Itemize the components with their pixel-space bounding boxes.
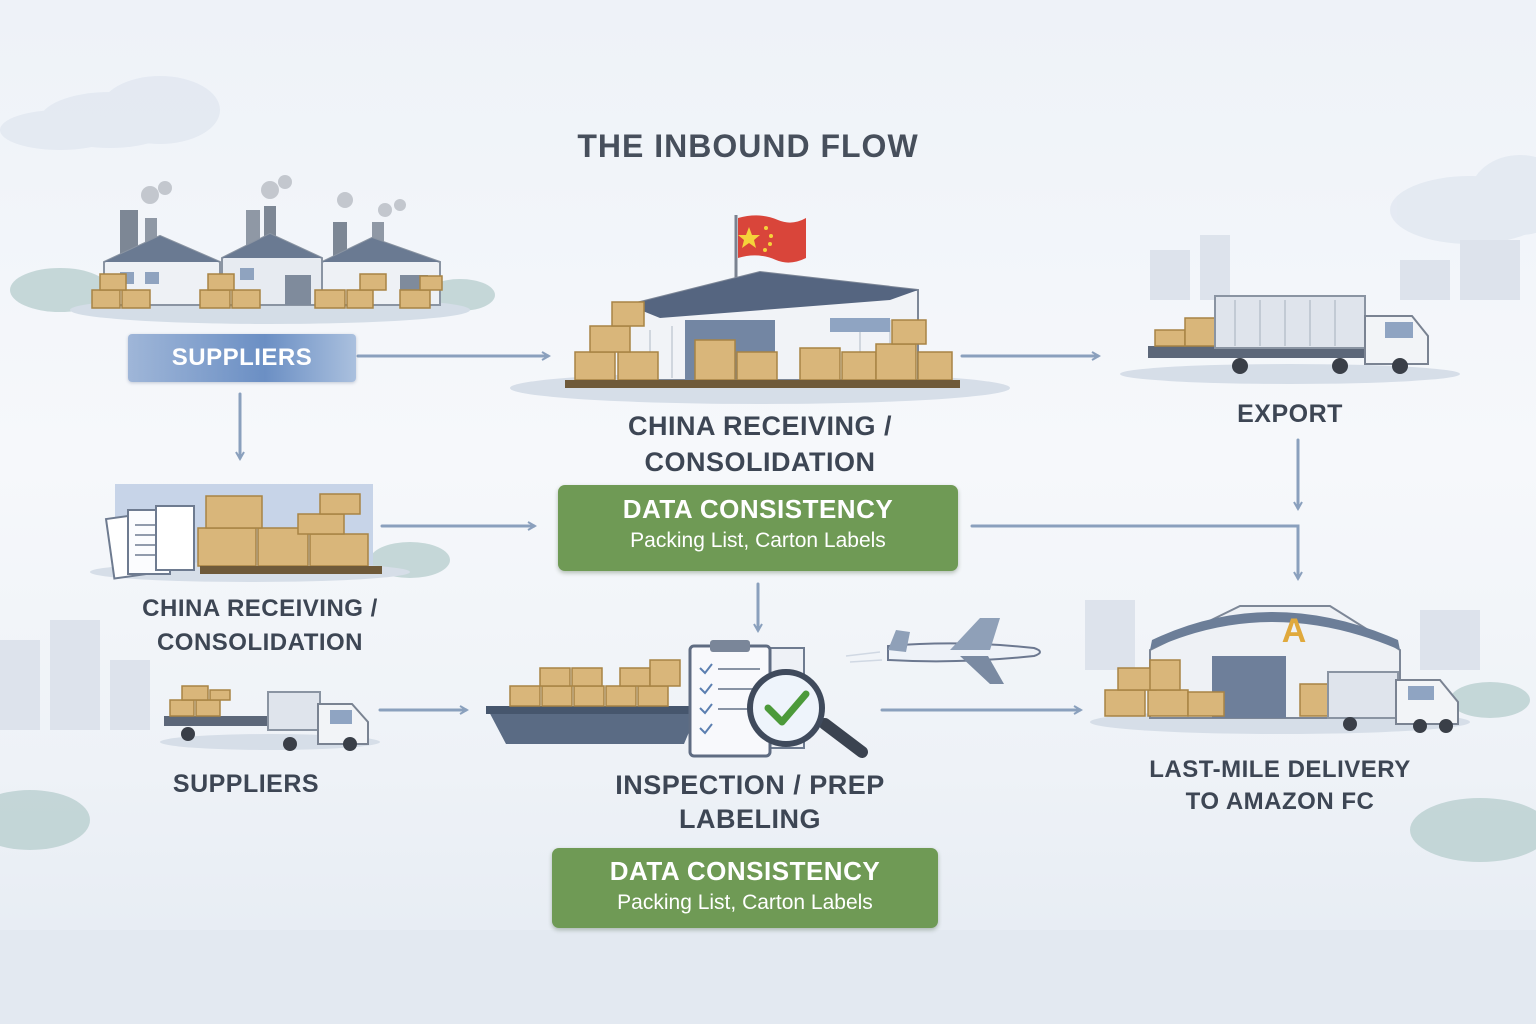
airplane-icon — [845, 618, 1041, 684]
china-receiving-left-label: CHINA RECEIVING / CONSOLIDATION — [90, 592, 430, 660]
diagram-title: THE INBOUND FLOW — [577, 128, 919, 164]
truck-icon — [1120, 295, 1460, 384]
suppliers-bottom-label: SUPPLIERS — [172, 770, 320, 798]
ship-icon — [486, 659, 700, 744]
data-consistency-top: DATA CONSISTENCY Packing List, Carton La… — [558, 485, 958, 571]
china-receiving-top-label: CHINA RECEIVING / CONSOLIDATION — [560, 408, 960, 480]
data-consistency-bottom-subtitle: Packing List, Carton Labels — [617, 891, 873, 914]
amazon-warehouse-icon: A — [1090, 605, 1470, 734]
last-mile-line2: TO AMAZON FC — [1185, 788, 1375, 815]
factory-icon — [70, 175, 470, 324]
last-mile-label: LAST-MILE DELIVERY TO AMAZON FC — [1110, 754, 1450, 818]
suppliers-box: SUPPLIERS — [128, 334, 356, 382]
export-label: EXPORT — [1237, 400, 1343, 428]
china-receiving-left-line1: CHINA RECEIVING / — [142, 595, 378, 622]
china-receiving-top-line2: CONSOLIDATION — [644, 447, 876, 477]
data-consistency-top-title: DATA CONSISTENCY — [622, 494, 894, 524]
inspection-line2: LABELING — [679, 804, 821, 834]
china-receiving-left-line2: CONSOLIDATION — [156, 629, 364, 656]
last-mile-line1: LAST-MILE DELIVERY — [1149, 756, 1411, 783]
data-consistency-top-subtitle: Packing List, Carton Labels — [630, 529, 886, 552]
data-consistency-bottom-title: DATA CONSISTENCY — [609, 856, 881, 886]
warehouse-icon — [510, 215, 1010, 404]
truck-icon — [160, 685, 380, 751]
flag-icon — [734, 215, 806, 280]
inspection-line1: INSPECTION / PREP — [615, 770, 885, 800]
documents-icon — [90, 484, 410, 582]
data-consistency-bottom: DATA CONSISTENCY Packing List, Carton La… — [552, 848, 938, 928]
china-receiving-top-line1: CHINA RECEIVING / — [627, 411, 893, 441]
arrow-data-to-fc — [970, 524, 1298, 578]
amazon-sign: A — [1282, 612, 1307, 650]
magnifier-check-icon — [747, 669, 868, 758]
inspection-label: INSPECTION / PREP LABELING — [560, 768, 940, 836]
